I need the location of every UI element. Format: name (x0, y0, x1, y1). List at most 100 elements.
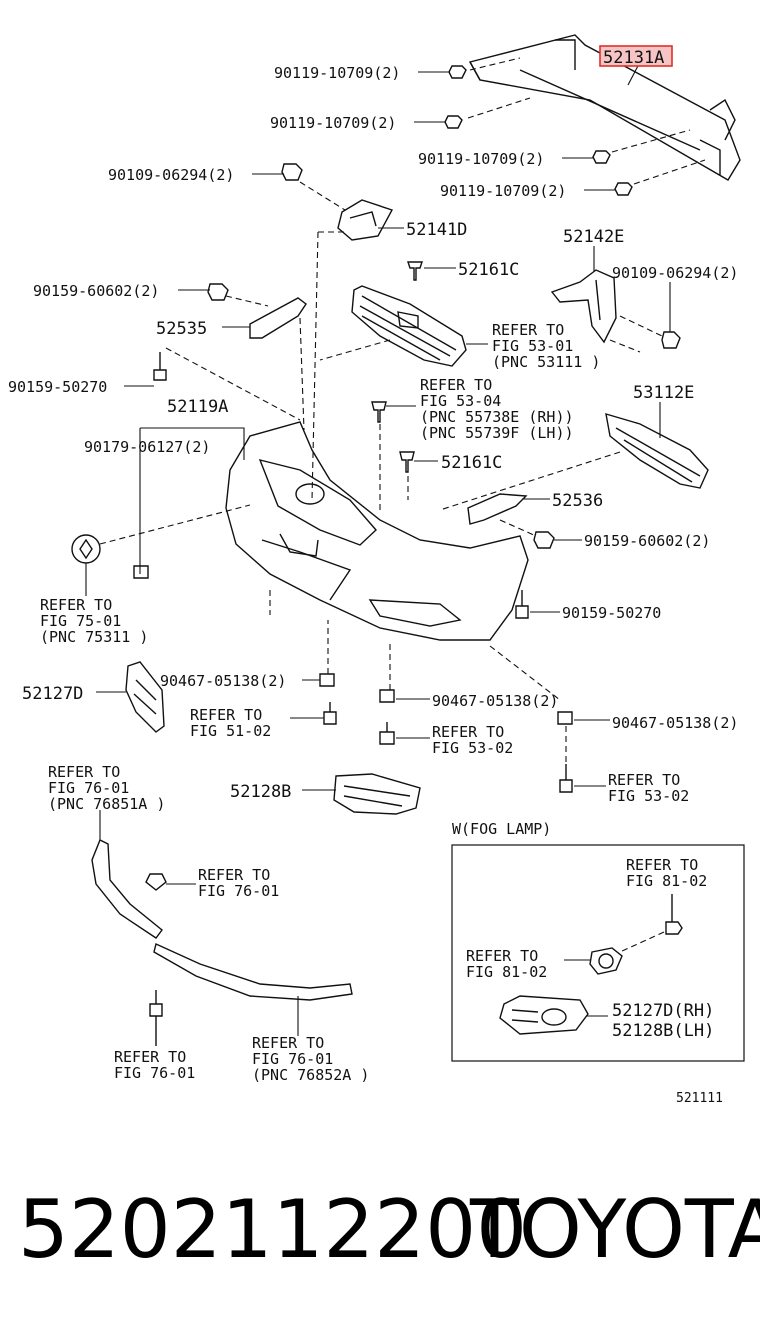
label-52128b: 52128B (230, 782, 291, 802)
spoiler-lower (153, 943, 353, 1001)
refer-line: (PNC 76852A ) (252, 1066, 369, 1084)
bolt-icon (614, 182, 633, 196)
label-b3: 90119-10709(2) (418, 150, 544, 168)
fog-lamp-icon (589, 947, 623, 975)
label-52142e: 52142E (563, 227, 624, 247)
refer-line: FIG 51-02 (190, 722, 271, 740)
refer-line: REFER TO (492, 321, 564, 339)
bezel-52128b (333, 773, 421, 815)
bolt-icon (515, 590, 529, 619)
refer-53-02-a: REFER TO FIG 53-02 (432, 723, 513, 757)
bezel-52127d (125, 661, 165, 733)
emblem-icon (71, 534, 101, 564)
clip-icon (557, 711, 573, 725)
label-53112e: 53112E (633, 383, 694, 403)
clip-icon (371, 401, 387, 423)
refer-line: FIG 76-01 (114, 1064, 195, 1082)
bolt-icon (592, 150, 611, 164)
refer-81-02-a: REFER TO FIG 81-02 (626, 856, 707, 890)
refer-line: (PNC 55738E (RH)) (420, 408, 574, 426)
label-b14: 90467-05138(2) (612, 714, 738, 732)
bolt-icon (323, 702, 337, 725)
refer-line: FIG 81-02 (626, 872, 707, 890)
label-b11: 90159-50270 (562, 604, 661, 622)
refer-51-02: REFER TO FIG 51-02 (190, 706, 271, 740)
bracket-52536 (467, 493, 528, 525)
spoiler-left (91, 839, 163, 939)
bolt-icon (153, 352, 167, 381)
bolt-icon (665, 894, 683, 935)
refer-line: (PNC 75311 ) (40, 628, 148, 646)
refer-76-01-a: REFER TO FIG 76-01 (PNC 76851A ) (48, 763, 165, 813)
refer-line: FIG 53-01 (492, 337, 573, 355)
label-b9: 90179-06127(2) (84, 438, 210, 456)
refer-line: REFER TO (252, 1034, 324, 1052)
refer-line: REFER TO (198, 866, 270, 884)
refer-line: REFER TO (466, 947, 538, 965)
highlight-box (599, 45, 673, 67)
refer-line: REFER TO (626, 856, 698, 874)
part-number: 5202112200 (18, 1183, 527, 1276)
label-52141d: 52141D (406, 220, 467, 240)
refer-line: REFER TO (190, 706, 262, 724)
refer-line: FIG 76-01 (48, 779, 129, 797)
label-b13: 90467-05138(2) (432, 692, 558, 710)
upper-grille (351, 285, 467, 367)
refer-53-04: REFER TO FIG 53-04 (PNC 55738E (RH)) (PN… (420, 376, 574, 442)
bolt-icon (207, 283, 229, 301)
fog-lamp-title: W(FOG LAMP) (452, 820, 551, 838)
refer-line: FIG 81-02 (466, 963, 547, 981)
refer-line: REFER TO (420, 376, 492, 394)
bracket-52142e (550, 269, 617, 344)
fog-lamp-box (451, 844, 745, 1062)
refer-line: REFER TO (608, 771, 680, 789)
bolt-icon (444, 115, 463, 129)
bolt-icon (533, 531, 555, 549)
refer-line: FIG 76-01 (252, 1050, 333, 1068)
lower-grille-53112e (605, 413, 709, 489)
clip-icon (319, 673, 335, 687)
label-b12: 90467-05138(2) (160, 672, 286, 690)
refer-line: REFER TO (432, 723, 504, 741)
refer-line: FIG 76-01 (198, 882, 279, 900)
label-b5: 90109-06294(2) (108, 166, 234, 184)
bolt-icon (281, 163, 303, 181)
bracket-52141d (337, 199, 394, 241)
refer-53-02-b: REFER TO FIG 53-02 (608, 771, 689, 805)
label-fog-rh: 52127D(RH) (612, 1001, 714, 1021)
label-52536: 52536 (552, 491, 603, 511)
bolt-icon (661, 331, 681, 349)
refer-line: FIG 75-01 (40, 612, 121, 630)
refer-76-01-c: REFER TO FIG 76-01 (114, 1048, 195, 1082)
label-fog-lh: 52128B(LH) (612, 1021, 714, 1041)
label-b2: 90119-10709(2) (270, 114, 396, 132)
refer-line: REFER TO (40, 596, 112, 614)
label-52161c-b: 52161C (441, 453, 502, 473)
refer-53-01: REFER TO FIG 53-01 (PNC 53111 ) (492, 321, 600, 371)
brand-name: TOYOTA (470, 1183, 760, 1276)
bracket-52535 (249, 297, 307, 339)
diagram-code: 521111 (676, 1091, 723, 1106)
label-52161c-a: 52161C (458, 260, 519, 280)
refer-line: (PNC 55739F (LH)) (420, 424, 574, 442)
label-52535: 52535 (156, 319, 207, 339)
bolt-icon (559, 764, 573, 793)
refer-76-01-b: REFER TO FIG 76-01 (198, 866, 279, 900)
clip-icon (133, 565, 149, 579)
bolt-icon (379, 722, 395, 745)
label-b10: 90159-60602(2) (584, 532, 710, 550)
label-b1: 90119-10709(2) (274, 64, 400, 82)
bolt-icon (448, 65, 467, 79)
label-b7: 90159-60602(2) (33, 282, 159, 300)
label-52131a: 52131A (603, 48, 664, 68)
refer-line: FIG 53-02 (432, 739, 513, 757)
refer-75-01: REFER TO FIG 75-01 (PNC 75311 ) (40, 596, 148, 646)
refer-81-02-b: REFER TO FIG 81-02 (466, 947, 547, 981)
label-52119a: 52119A (167, 397, 228, 417)
refer-line: (PNC 53111 ) (492, 353, 600, 371)
bumper-reinforcement (468, 34, 741, 181)
label-b8: 90159-50270 (8, 378, 107, 396)
bumper-cover (225, 421, 529, 641)
refer-line: (PNC 76851A ) (48, 795, 165, 813)
